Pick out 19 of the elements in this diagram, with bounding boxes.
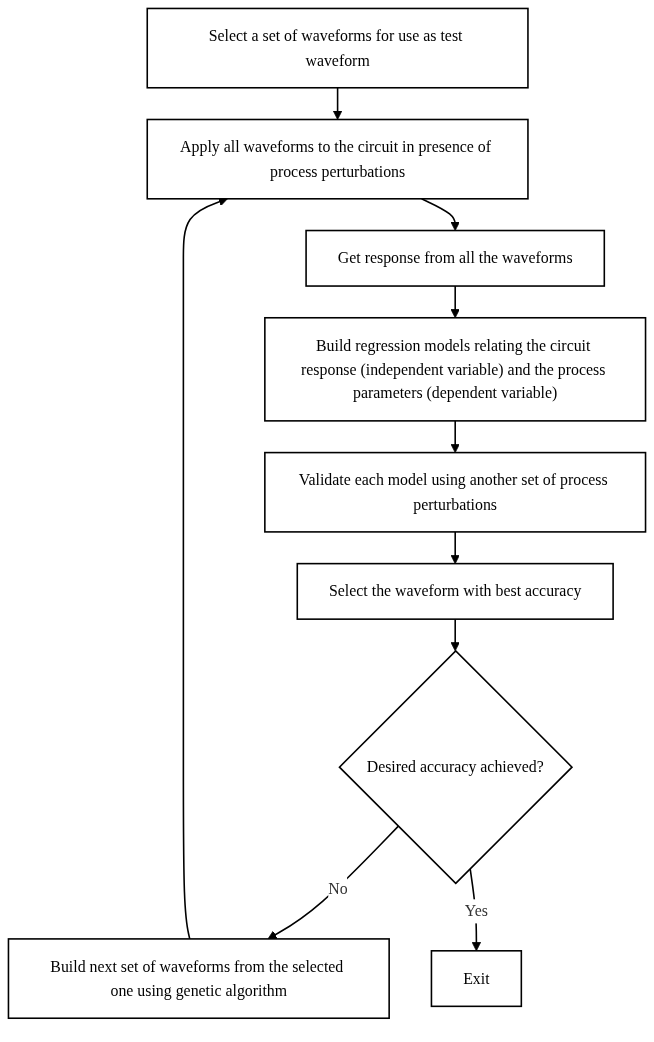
arrow xyxy=(450,420,460,453)
node-box: Get response from all the waveforms xyxy=(305,229,606,287)
edge-label: Yes xyxy=(464,902,488,920)
node-box: Build next set of waveforms from the selected one using genetic algorithm xyxy=(7,938,390,1020)
node-box: Select a set of waveforms for use as test waveform xyxy=(146,7,529,89)
node-diamond: Desired accuracy achieved? xyxy=(338,649,574,885)
edge-label: No xyxy=(328,880,348,898)
arrow xyxy=(450,618,460,652)
node-box: Exit xyxy=(430,950,523,1008)
arrow xyxy=(450,285,460,319)
arrow xyxy=(450,531,460,565)
node-box: Select the waveform with best accuracy xyxy=(296,562,614,620)
node-box: Build regression models relating the circuit response (independent variable) and the process parameters (dependent variable) xyxy=(264,316,647,422)
arrow xyxy=(267,825,399,940)
arrow xyxy=(182,197,228,940)
arrow xyxy=(332,86,343,120)
arrow xyxy=(420,198,460,231)
node-box: Apply all waveforms to the circuit in presence of process perturbations xyxy=(146,118,529,200)
node-box: Validate each model using another set of process perturbations xyxy=(264,451,647,533)
